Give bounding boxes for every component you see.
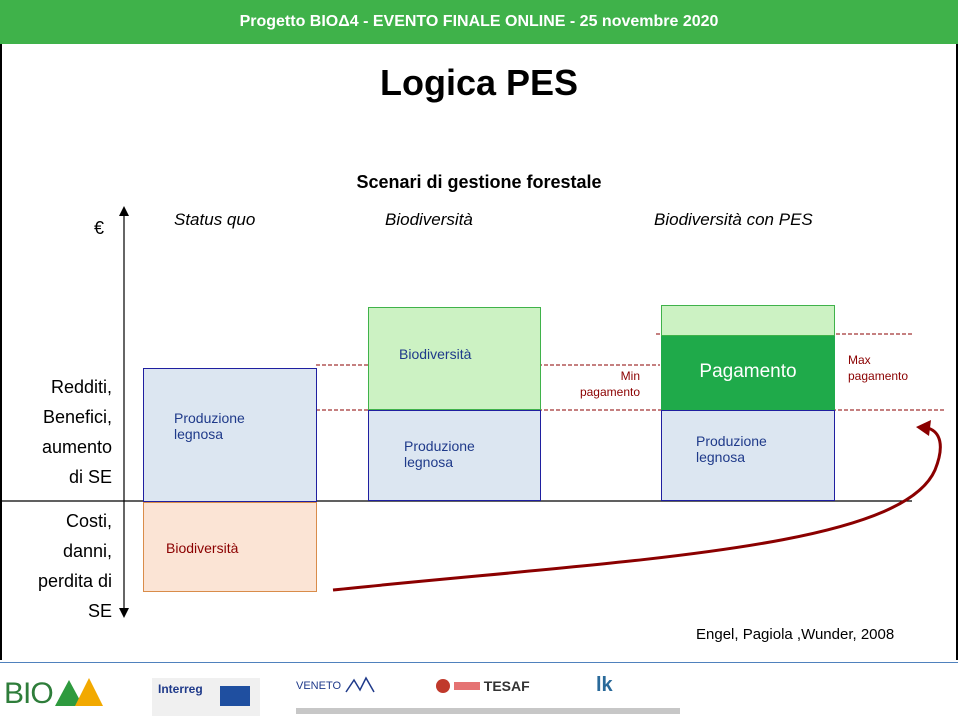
footer-divider: [0, 662, 958, 663]
scenario-title-biodiversity-pes: Biodiversità con PES: [654, 210, 813, 229]
box-production-biodiversity: [368, 410, 541, 501]
min-payment-annotation: Min pagamento: [570, 368, 640, 400]
label-payment: Pagamento: [699, 361, 797, 382]
scenario-title-biodiversity: Biodiversità: [385, 210, 473, 229]
positive-axis-label-line: Redditi,: [50, 377, 112, 397]
slide-subtitle: Scenari di gestione forestale: [356, 172, 602, 192]
bio4-triangles-icon: [54, 678, 103, 706]
negative-axis-label-line: danni,: [62, 541, 112, 561]
lk-logo: lk: [596, 674, 613, 697]
positive-axis-label-line: Benefici,: [42, 407, 112, 427]
tesaf-bar-icon: [453, 682, 480, 690]
y-axis-up-arrow-icon: [119, 206, 129, 216]
y-axis-down-arrow-icon: [119, 608, 129, 618]
box-biodiversity-top-pes: [661, 305, 835, 336]
label-production-status-quo: Produzione legnosa: [174, 410, 245, 442]
bio4-logo-text: BIO: [4, 677, 54, 710]
annotation-line: pagamento: [848, 369, 909, 383]
curve-arrow-head-icon: [916, 420, 931, 436]
interreg-logo: Interreg: [152, 678, 260, 716]
label-production-biodiversity: Produzione legnosa: [404, 438, 475, 470]
annotation-line: pagamento: [579, 385, 640, 399]
negative-axis-label-line: Costi,: [65, 511, 112, 531]
label-biodiversity-benefit: Biodiversità: [399, 346, 472, 362]
label-line: legnosa: [174, 426, 224, 442]
veneto-mountain-icon: [345, 676, 375, 693]
interreg-logo-text: Interreg: [158, 682, 203, 696]
annotation-line: Max: [848, 353, 871, 367]
label-line: Produzione: [404, 438, 475, 454]
slide-frame: [0, 0, 958, 660]
label-biodiversity-cost: Biodiversità: [166, 540, 239, 556]
positive-axis-label: Redditi, Benefici, aumento di SE: [10, 372, 112, 492]
max-payment-annotation: Max pagamento: [848, 352, 928, 384]
veneto-logo: VENETO: [296, 676, 376, 694]
box-biodiversity-benefit: [368, 307, 541, 410]
label-line: legnosa: [404, 454, 454, 470]
label-line: Produzione: [174, 410, 245, 426]
tesaf-logo-text: TESAF: [483, 678, 530, 694]
label-production-pes: Produzione legnosa: [696, 433, 767, 465]
positive-axis-label-line: aumento: [41, 437, 112, 457]
footer-fine-print: [296, 708, 680, 714]
box-production-status-quo: [143, 368, 317, 502]
eu-flag-icon: [220, 686, 250, 706]
negative-axis-label-line: SE: [87, 601, 112, 621]
bio4-logo: BIO: [4, 674, 107, 711]
scenario-title-status-quo: Status quo: [174, 210, 256, 229]
negative-axis-label: Costi, danni, perdita di SE: [10, 506, 112, 626]
y-axis-symbol: €: [94, 218, 105, 238]
box-production-pes: [661, 410, 835, 501]
positive-axis-label-line: di SE: [68, 467, 112, 487]
label-line: Produzione: [696, 433, 767, 449]
source-citation: Engel, Pagiola ,Wunder, 2008: [696, 626, 895, 643]
lk-logo-text: lk: [596, 674, 613, 696]
footer-logos: BIO Interreg VENETO TESAF lk: [0, 662, 958, 722]
annotation-line: Min: [620, 369, 640, 383]
veneto-logo-text: VENETO: [296, 680, 342, 692]
tesaf-logo: TESAF: [436, 678, 530, 694]
negative-axis-label-line: perdita di: [37, 571, 112, 591]
box-biodiversity-cost: [143, 502, 317, 592]
label-line: legnosa: [696, 449, 746, 465]
transfer-curve: [332, 426, 942, 592]
tesaf-dot-icon: [436, 679, 450, 693]
box-payment: [661, 336, 835, 410]
slide-title: Logica PES: [379, 62, 579, 103]
header-banner: Progetto BIOΔ4 - EVENTO FINALE ONLINE - …: [0, 0, 958, 44]
